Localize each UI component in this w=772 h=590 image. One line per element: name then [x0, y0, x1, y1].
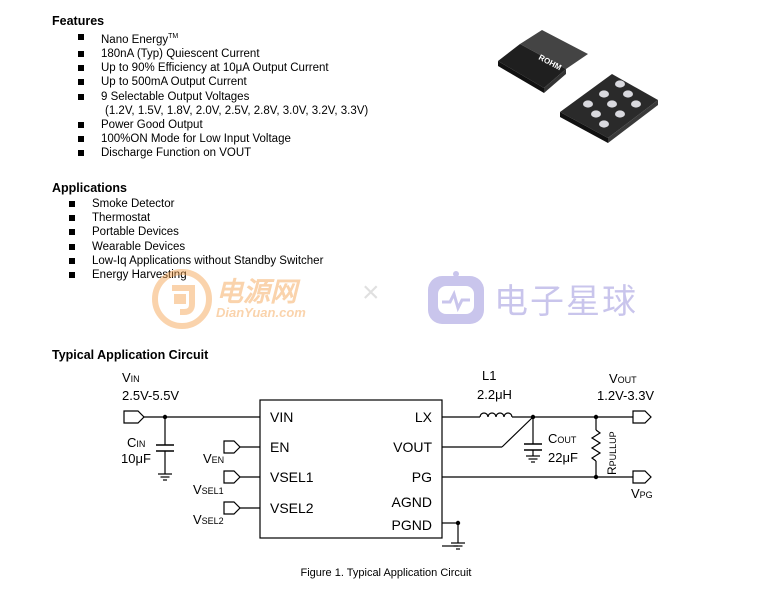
- watermark-left-cn: 电源网: [216, 277, 297, 307]
- vsel2-connector: [223, 501, 241, 515]
- chip-bottom-view: [560, 74, 658, 143]
- robot-logo-icon: [428, 271, 484, 324]
- application-item: Smoke Detector: [69, 197, 323, 211]
- vsel1-connector: [223, 470, 241, 484]
- vin-range: 2.5V-5.5V: [122, 388, 179, 403]
- applications-heading: Applications: [52, 181, 128, 195]
- cout-value: 22μF: [548, 450, 578, 465]
- feature-item: Up to 90% Efficiency at 10μA Output Curr…: [78, 61, 368, 75]
- pin-vin: VIN: [270, 409, 293, 425]
- watermark-left-en: DianYuan.com: [216, 305, 306, 320]
- ic-body: [259, 399, 443, 539]
- vpg-label: VPG: [631, 486, 653, 501]
- ven-connector: [223, 440, 241, 454]
- solder-ball: [615, 80, 625, 88]
- features-heading: Features: [52, 14, 105, 28]
- rpullup-resistor: [590, 417, 602, 477]
- pin-vsel1: VSEL1: [270, 469, 314, 485]
- chip-package-image: ROHM: [498, 30, 658, 143]
- inductor-value: 2.2μH: [477, 387, 512, 402]
- watermark-separator: ×: [362, 276, 380, 309]
- pin-lx: LX: [415, 409, 433, 425]
- vin-connector: [123, 410, 145, 424]
- application-item: Energy Harvesting: [69, 268, 323, 282]
- rpullup-label: RPULLUP: [605, 431, 619, 475]
- application-item: Thermostat: [69, 211, 323, 225]
- feature-item: Up to 500mA Output Current: [78, 75, 368, 89]
- cin-label: CIN: [127, 435, 145, 450]
- vout-connector: [632, 410, 652, 424]
- application-item: Wearable Devices: [69, 240, 323, 254]
- vin-label: VIN: [122, 370, 140, 385]
- pin-pgnd: PGND: [392, 517, 432, 533]
- cin-value: 10μF: [121, 451, 151, 466]
- vpg-connector: [632, 470, 652, 484]
- feature-item: 180nA (Typ) Quiescent Current: [78, 47, 368, 61]
- vout-range: 1.2V-3.3V: [597, 388, 654, 403]
- vout-label: VOUT: [609, 371, 637, 386]
- pin-pg: PG: [412, 469, 432, 485]
- cout-capacitor: [524, 417, 542, 463]
- feature-item: Power Good Output: [78, 118, 368, 132]
- pin-vout: VOUT: [393, 439, 432, 455]
- feature-item: 9 Selectable Output Voltages: [78, 90, 368, 104]
- pin-vsel2: VSEL2: [270, 500, 314, 516]
- solder-ball: [607, 100, 617, 108]
- cout-ground-icon: [526, 455, 540, 463]
- vsel2-label: VSEL2: [193, 512, 224, 527]
- inductor-l1: [479, 412, 513, 418]
- solder-ball: [583, 100, 593, 108]
- vsel1-label: VSEL1: [193, 482, 224, 497]
- solder-ball: [591, 110, 601, 118]
- circuit-heading: Typical Application Circuit: [52, 348, 209, 362]
- dianyuan-logo-icon: [152, 269, 212, 329]
- application-item: Portable Devices: [69, 225, 323, 239]
- figure-caption: Figure 1. Typical Application Circuit: [300, 567, 472, 579]
- application-item: Low-Iq Applications without Standby Swit…: [69, 254, 323, 268]
- feature-item-continuation: (1.2V, 1.5V, 1.8V, 2.0V, 2.5V, 2.8V, 3.0…: [105, 104, 369, 117]
- pin-en: EN: [270, 439, 289, 455]
- solder-ball: [623, 90, 633, 98]
- solder-ball: [615, 110, 625, 118]
- chip-top-view: ROHM: [498, 30, 588, 93]
- pin-agnd: AGND: [392, 494, 432, 510]
- application-circuit-diagram: VIN 2.5V-5.5V CIN 10μF VEN VSEL1 VSEL2 V…: [121, 368, 654, 550]
- cin-ground-icon: [158, 473, 172, 481]
- ic-ground-icon: [451, 542, 465, 550]
- solder-ball: [599, 90, 609, 98]
- feature-item: 100%ON Mode for Low Input Voltage: [78, 132, 368, 146]
- cin-capacitor: [156, 417, 174, 481]
- cout-label: COUT: [548, 431, 577, 446]
- solder-ball: [631, 100, 641, 108]
- inductor-name: L1: [482, 368, 496, 383]
- watermark-right-cn: 电子星球: [494, 283, 638, 321]
- watermark: 电源网 DianYuan.com × 电子星球: [150, 268, 650, 330]
- feature-item: Discharge Function on VOUT: [78, 146, 368, 160]
- ven-label: VEN: [203, 451, 224, 466]
- feature-item: Nano EnergyTM: [78, 30, 368, 47]
- solder-ball: [599, 120, 609, 128]
